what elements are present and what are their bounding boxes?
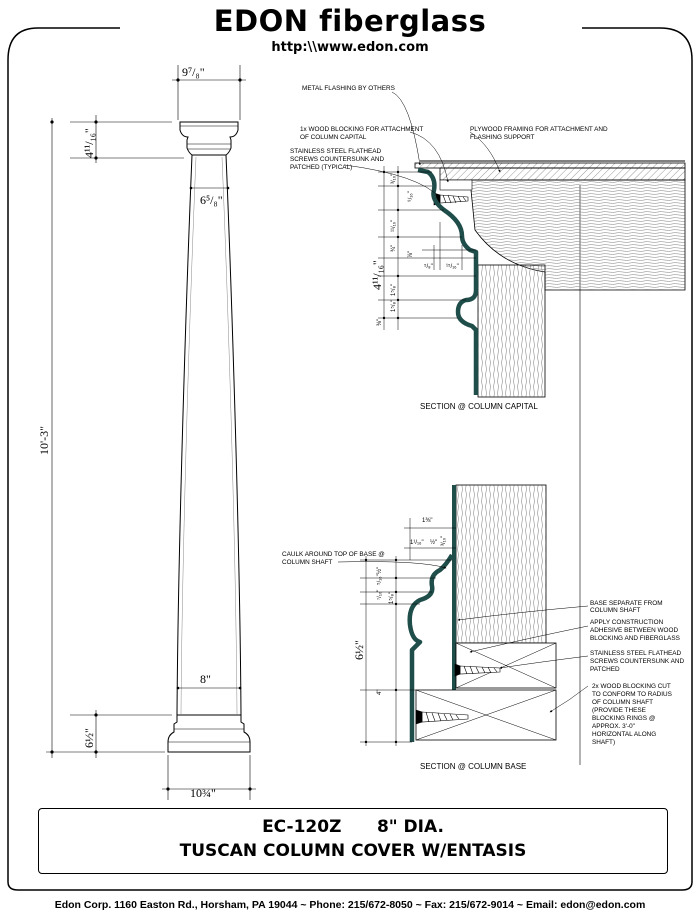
base-dim-top4: ³/₁₆" bbox=[441, 536, 447, 546]
note-cap-screws-2: SCREWS COUNTERSUNK AND bbox=[290, 156, 384, 163]
product-description: TUSCAN COLUMN COVER W/ENTASIS bbox=[179, 841, 527, 861]
base-dim-height: 6½" bbox=[352, 640, 366, 660]
cap-dim-1: ³/₁₆" bbox=[391, 174, 397, 184]
cap-dim-3: ¹¹/₁₆" bbox=[391, 220, 397, 232]
note-plywood-2: FLASHING SUPPORT bbox=[470, 134, 535, 141]
note-caulk-1: CAULK AROUND TOP OF BASE @ bbox=[282, 551, 385, 558]
note-blocking-4: (PROVIDE THESE bbox=[592, 707, 646, 714]
note-base-screws-3: PATCHED bbox=[590, 666, 620, 673]
cap-dim-5: ¹⁵/₁₆" bbox=[446, 263, 459, 270]
note-blocking-8: SHAFT) bbox=[592, 739, 615, 746]
base-dim-top1: 1⅜" bbox=[422, 518, 432, 524]
base-section bbox=[337, 484, 589, 746]
sheet-border bbox=[7, 27, 693, 891]
model-number: EC-120Z bbox=[262, 817, 342, 837]
cap-dim-9: ⅜" bbox=[377, 319, 383, 326]
base-dim-s1: 1⁵/₈" bbox=[388, 592, 395, 604]
note-separate-2: COLUMN SHAFT bbox=[590, 607, 641, 614]
cap-dim-4: ¾" bbox=[391, 245, 397, 252]
base-dim-top3: ½" bbox=[430, 539, 437, 546]
dim-base-width: 10¾" bbox=[190, 786, 216, 800]
brand-title: EDON fiberglass bbox=[213, 4, 487, 38]
note-blocking-7: HORIZONTAL ALONG bbox=[592, 731, 656, 738]
dim-top-width: 9⁷/₈" bbox=[182, 65, 205, 79]
base-dim-s4: ½" bbox=[376, 567, 383, 574]
cap-dim-height: 4¹¹/₁₆" bbox=[370, 260, 384, 290]
note-cap-screws-1: STAINLESS STEEL FLATHEAD bbox=[290, 148, 382, 155]
cap-dim-10: ⅞" bbox=[408, 251, 414, 258]
note-base-screws-2: SCREWS COUNTERSUNK AND bbox=[590, 658, 684, 665]
cap-dim-6: ⁵/₈" bbox=[424, 263, 433, 270]
note-base-screws-1: STAINLESS STEEL FLATHEAD bbox=[590, 650, 682, 657]
caption-base-section: SECTION @ COLUMN BASE bbox=[420, 762, 526, 771]
dim-upper-diameter: 6⁵/₈" bbox=[200, 193, 223, 207]
note-blocking-5: BLOCKING RINGS @ bbox=[592, 715, 655, 722]
model-size: 8" DIA. bbox=[376, 817, 444, 837]
column-elevation bbox=[46, 65, 256, 800]
base-dim-s3: ⁵/₁₆" bbox=[376, 574, 383, 585]
title-model-line: EC-120Z 8" DIA. bbox=[39, 817, 667, 837]
cap-dim-8: 1⁵/₈" bbox=[390, 300, 397, 312]
note-wood-blocking-1: 1x WOOD BLOCKING FOR ATTACHMENT bbox=[300, 126, 423, 133]
website-url[interactable]: http:\\www.edon.com bbox=[271, 40, 429, 55]
note-adhesive-1: APPLY CONSTRUCTION bbox=[590, 619, 664, 626]
cap-dim-7: 1⁵/₈" bbox=[390, 284, 397, 296]
note-adhesive-2: ADHESIVE BETWEEN WOOD bbox=[590, 627, 678, 634]
capital-section bbox=[344, 91, 686, 765]
base-dim-block: 4" bbox=[377, 690, 383, 695]
caption-capital-section: SECTION @ COLUMN CAPITAL bbox=[420, 402, 538, 411]
dim-base-height: 6½" bbox=[82, 728, 96, 748]
note-wood-blocking-2: OF COLUMN CAPITAL bbox=[300, 134, 367, 141]
note-metal-flashing: METAL FLASHING BY OTHERS bbox=[302, 85, 395, 92]
footer-contact: Edon Corp. 1160 Easton Rd., Horsham, PA … bbox=[54, 899, 646, 911]
note-separate-1: BASE SEPARATE FROM bbox=[590, 600, 663, 607]
cap-dim-2: ⁹/₁₆" bbox=[407, 191, 414, 202]
dim-lower-diameter: 8" bbox=[200, 672, 211, 686]
note-caulk-2: COLUMN SHAFT bbox=[282, 559, 333, 566]
note-cap-screws-3: PATCHED (TYPICAL) bbox=[290, 164, 352, 171]
title-block: EC-120Z 8" DIA. TUSCAN COLUMN COVER W/EN… bbox=[38, 808, 668, 874]
note-blocking-1: 2x WOOD BLOCKING CUT bbox=[592, 683, 671, 690]
base-dim-top2: 1¹/₁₆" bbox=[410, 540, 424, 546]
base-dim-s2: ⁷/₁₆" bbox=[376, 590, 383, 600]
note-blocking-2: TO CONFORM TO RADIUS bbox=[592, 691, 672, 698]
note-adhesive-3: BLOCKING AND FIBERGLASS bbox=[590, 635, 680, 642]
note-blocking-3: OF COLUMN SHAFT bbox=[592, 699, 653, 706]
dim-overall-height: 10'-3" bbox=[37, 426, 51, 455]
note-blocking-6: APPROX. 3'-0" bbox=[592, 723, 635, 730]
note-plywood-1: PLYWOOD FRAMING FOR ATTACHMENT AND bbox=[470, 126, 608, 133]
dim-capital-height: 4¹¹/₁₆" bbox=[82, 128, 96, 158]
